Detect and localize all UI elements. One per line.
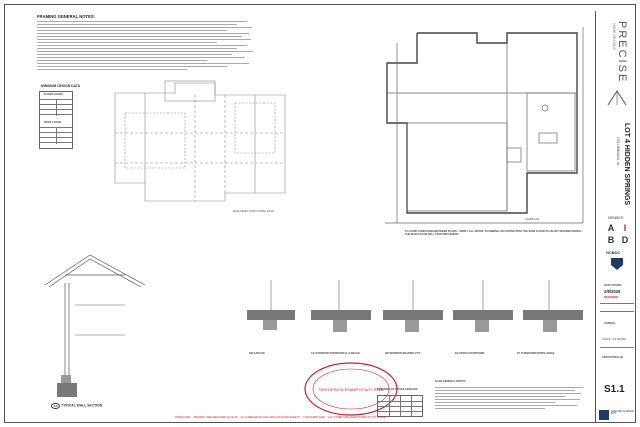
aibd-letter: A [607,223,615,233]
typical-wall-label: TYPICAL WALL SECTION [61,403,103,408]
scale-label: SCALE - AS NOTED [602,338,626,341]
aibd-letter: B [607,235,615,245]
framing-notes-body [37,21,257,77]
aibd-letter: D [621,235,629,245]
date-label: DATE ISSUED: [604,284,623,287]
project-location: COLUMBIANA, AL [616,137,620,167]
drawing-sheet: FRAMING GENERAL NOTES: MINIMUM DESIGN DA… [4,4,636,423]
detail-cc: CC EXTERIOR STEPDOWN @ GARAGE [311,352,360,355]
floor-loads-label: FLOOR LOADS [44,93,63,96]
design-data-title: MINIMUM DESIGN DATA [41,84,81,88]
nc-logo-text: NCBDC [606,250,621,255]
title-block: PRECISE HOME DESIGNS LOT 4 HIDDEN SPRING… [595,11,638,422]
design-data-table: FLOOR LOADS ROOF LOADS [39,91,73,149]
typical-wall-section-title: AA TYPICAL WALL SECTION [51,403,102,409]
aibd-logo: A I B D [604,223,632,247]
roof-loads-label: ROOF LOADS [44,121,62,124]
slab-notes-body [435,387,585,417]
mls-logo: GREATER ALABAMA MLS [599,409,637,421]
detail-ee: EE PORCH STEPDOWN [455,352,485,355]
main-structural-plan-drawing [114,80,286,202]
framing-notes-title: FRAMING GENERAL NOTES: [37,14,96,19]
slab-notes-title: SLAB GENERAL NOTES: [435,380,466,383]
main-structural-plan-label: MAIN LEVEL STRUCTURAL PLAN [233,210,274,213]
sheet-number: S1.1 [604,384,625,395]
tension-lap-table [377,395,423,417]
brand-logo [606,89,628,107]
sheet-title: STRUCTURAL(S) [602,356,624,359]
detail-dd: DD INTERIOR BEARING FTG [385,352,421,355]
nc-logo-mark [610,257,624,271]
slab-plan-note: TO AVOID CONFUSION BETWEEN PLANS - VERIF… [405,230,583,236]
tension-lap-title: TENSION LAP SPLICE LENGTHS [377,388,418,391]
slab-plan-drawing [385,27,584,224]
foundation-details-drawing [247,280,583,332]
design-stamp: THIS DESIGN STAMP IS NOT REAL [304,362,398,416]
codes-label: CODE(S): [604,322,616,325]
footer-paper-note: PAPER SIZE ... DRAWING ARE DESIGNED @ 24… [175,416,386,419]
typical-wall-tag: AA [51,403,61,409]
typical-wall-section-drawing [44,254,146,397]
detail-ff: FF TURNDOWN PORCH EDGE [517,352,555,355]
date-issued: 2/8/2026 [604,289,621,294]
project-name: LOT 4 HIDDEN SPRINGS [623,123,630,206]
member-label: MEMBER [608,216,624,220]
brand-name: PRECISE [616,21,628,84]
mls-name: GREATER ALABAMA MLS [611,410,635,416]
slab-plan-label: SLAB PLAN [525,218,540,221]
revisions-label: REVISIONS [604,296,619,299]
stamp-text: THIS DESIGN STAMP IS NOT REAL [318,387,385,392]
detail-bb: BB GARAGE [249,352,265,355]
aibd-letter: I [623,223,627,233]
brand-subtitle: HOME DESIGNS [612,23,616,51]
